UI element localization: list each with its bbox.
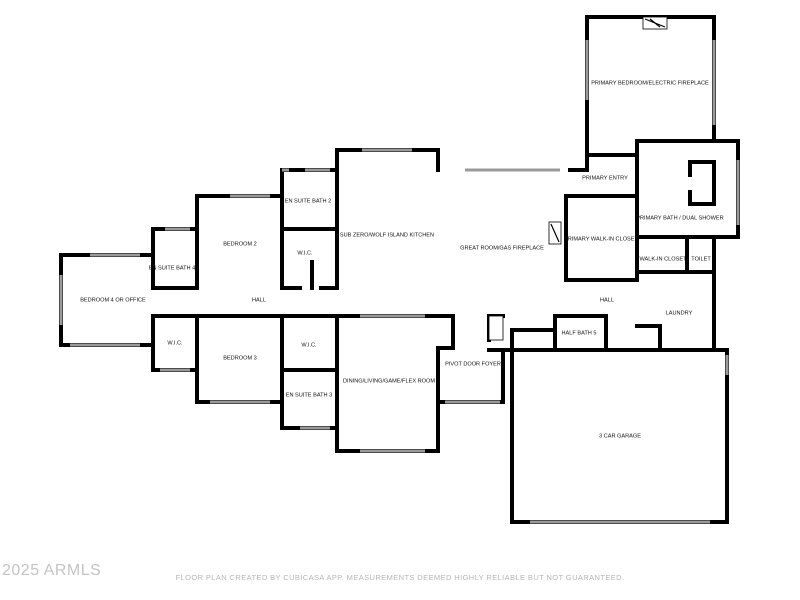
watermark: 2025 ARMLS xyxy=(2,562,102,579)
label-walkin-closet: WALK-IN CLOSET xyxy=(639,256,687,262)
label-en-suite-bath-3: EN SUITE BATH 3 xyxy=(286,392,333,398)
label-toilet: TOILET xyxy=(691,256,711,262)
label-garage: 3 CAR GARAGE xyxy=(599,433,641,439)
label-en-suite-bath-4: EN SUITE BATH 4 xyxy=(149,265,196,271)
label-wic-lower: W.I.C. xyxy=(301,342,317,348)
walls-garage xyxy=(487,348,729,524)
label-primary-entry: PRIMARY ENTRY xyxy=(582,175,628,181)
label-hall-right: HALL xyxy=(600,297,614,303)
label-great-room: GREAT ROOM/GAS FIREPLACE xyxy=(460,245,544,251)
footer-disclaimer: FLOOR PLAN CREATED BY CUBICASA APP. MEAS… xyxy=(175,573,625,582)
label-wic-left: W.I.C. xyxy=(167,340,183,346)
walls-center xyxy=(280,148,608,352)
label-primary-walkin-closet: PRIMARY WALK-IN CLOSET xyxy=(564,236,638,242)
label-bedroom-4: BEDROOM 4 OR OFFICE xyxy=(80,297,146,303)
label-dining-flex: DINING/LIVING/GAME/FLEX ROOM xyxy=(343,378,435,384)
label-bedroom-2: BEDROOM 2 xyxy=(223,241,257,247)
walls-primary-wing xyxy=(564,15,740,352)
label-half-bath-5: HALF BATH 5 xyxy=(561,330,596,336)
fireplace-icon xyxy=(642,16,668,30)
label-primary-bedroom: PRIMARY BEDROOM/ELECTRIC FIREPLACE xyxy=(591,80,709,86)
walls-left-wing xyxy=(59,168,505,453)
gas-fireplace-icon xyxy=(548,221,562,245)
pivot-door-icon xyxy=(488,315,504,341)
label-en-suite-bath-2: EN SUITE BATH 2 xyxy=(285,198,332,204)
label-pivot-door-foyer: PIVOT DOOR FOYER xyxy=(445,361,501,367)
label-hall-left: HALL xyxy=(252,297,266,303)
windows xyxy=(59,40,740,524)
label-primary-bath: PRIMARY BATH / DUAL SHOWER xyxy=(636,215,723,221)
label-bedroom-3: BEDROOM 3 xyxy=(223,355,257,361)
label-kitchen: SUB ZERO/WOLF ISLAND KITCHEN xyxy=(340,232,434,238)
label-wic-upper: W.I.C. xyxy=(297,250,313,256)
label-laundry: LAUNDRY xyxy=(666,310,693,316)
